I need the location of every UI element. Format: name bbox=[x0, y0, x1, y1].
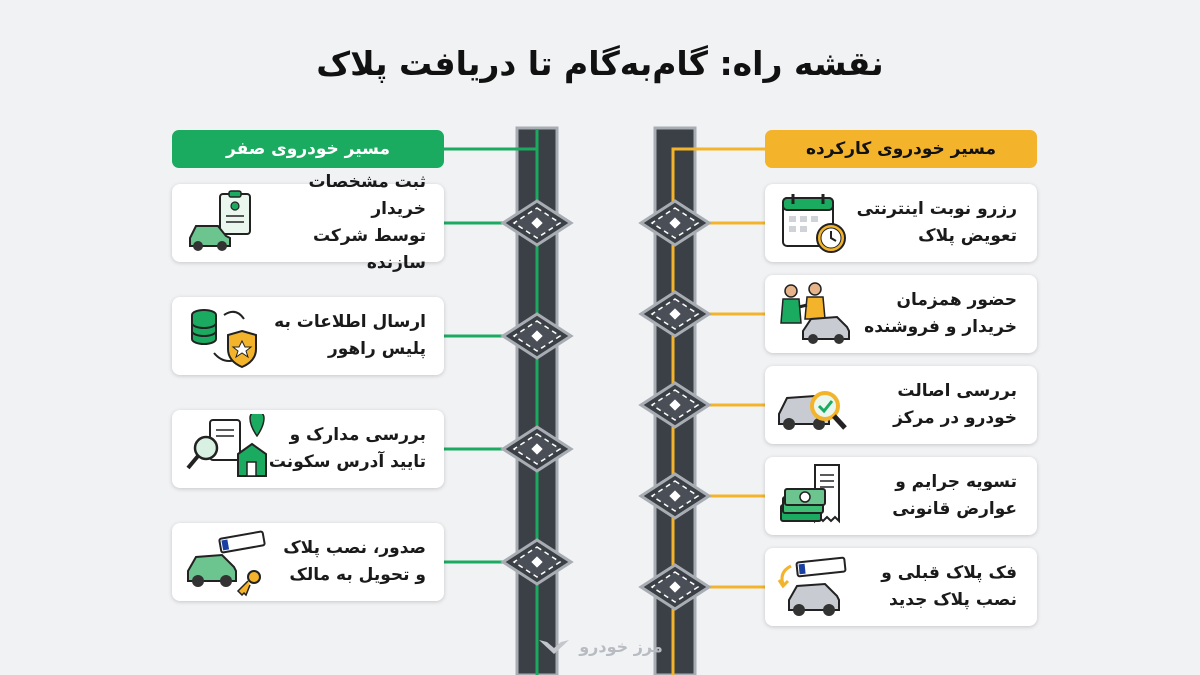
database-police-badge-icon bbox=[191, 309, 257, 369]
money-receipt-icon bbox=[780, 464, 840, 524]
wings-logo-icon bbox=[539, 640, 570, 654]
used-step-card: حضور همزمان خریدار و فروشنده bbox=[765, 275, 1037, 353]
used-step-card: فک پلاک قبلی و نصب پلاک جدید bbox=[765, 548, 1037, 626]
junction-node bbox=[639, 199, 711, 247]
brand-watermark: مرز خودرو bbox=[510, 632, 690, 660]
used-step-card: بررسی اصالت خودرو در مرکز bbox=[765, 366, 1037, 444]
step-text: بررسی مدارک و تایید آدرس سکونت bbox=[268, 424, 426, 472]
used-route-header: مسیر خودروی کارکرده bbox=[765, 130, 1037, 168]
used-step-card: رزرو نوبت اینترنتی تعویض پلاک bbox=[765, 184, 1037, 262]
new-step-card: ارسال اطلاعات به پلیس راهور bbox=[172, 297, 444, 375]
junction-node bbox=[501, 199, 573, 247]
junction-node bbox=[639, 472, 711, 520]
plate-swap-car-icon bbox=[777, 556, 847, 616]
step-text: فک پلاک قبلی و نصب پلاک جدید bbox=[881, 562, 1017, 610]
new-step-card: ثبت مشخصات خریدار توسط شرکت سازنده bbox=[172, 172, 444, 273]
step-text: بررسی اصالت خودرو در مرکز bbox=[893, 380, 1017, 428]
watermark-text: مرز خودرو bbox=[579, 636, 663, 656]
step-text: ارسال اطلاعات به پلیس راهور bbox=[274, 311, 426, 359]
handshake-car-icon bbox=[780, 282, 850, 344]
car-magnifier-icon bbox=[778, 391, 847, 430]
car-plate-key-icon bbox=[187, 530, 266, 597]
used-step-card: تسویه جرایم و عوارض قانونی bbox=[765, 457, 1037, 535]
used-route-connectors bbox=[709, 221, 765, 589]
clipboard-car-icon bbox=[189, 190, 251, 251]
junction-node bbox=[639, 381, 711, 429]
step-text: حضور همزمان خریدار و فروشنده bbox=[864, 289, 1017, 337]
page-title: نقشه راه: گام‌به‌گام تا دریافت پلاک bbox=[316, 44, 884, 83]
step-text: رزرو نوبت اینترنتی تعویض پلاک bbox=[856, 198, 1017, 246]
junction-node bbox=[639, 290, 711, 338]
junction-node bbox=[501, 425, 573, 473]
calendar-clock-icon bbox=[782, 194, 846, 253]
new-step-card: صدور، نصب پلاک و تحویل به مالک bbox=[172, 523, 444, 601]
new-step-card: بررسی مدارک و تایید آدرس سکونت bbox=[172, 410, 444, 488]
step-text: تسویه جرایم و عوارض قانونی bbox=[892, 471, 1017, 519]
junction-node bbox=[501, 538, 573, 586]
new-route-header: مسیر خودروی صفر bbox=[172, 130, 444, 168]
junction-node bbox=[501, 312, 573, 360]
junction-node bbox=[639, 563, 711, 611]
step-text: ثبت مشخصات خریدار توسط شرکت سازنده bbox=[308, 171, 426, 274]
new-route-connectors bbox=[444, 221, 503, 564]
document-search-house-icon bbox=[186, 414, 267, 477]
step-text: صدور، نصب پلاک و تحویل به مالک bbox=[283, 537, 426, 585]
